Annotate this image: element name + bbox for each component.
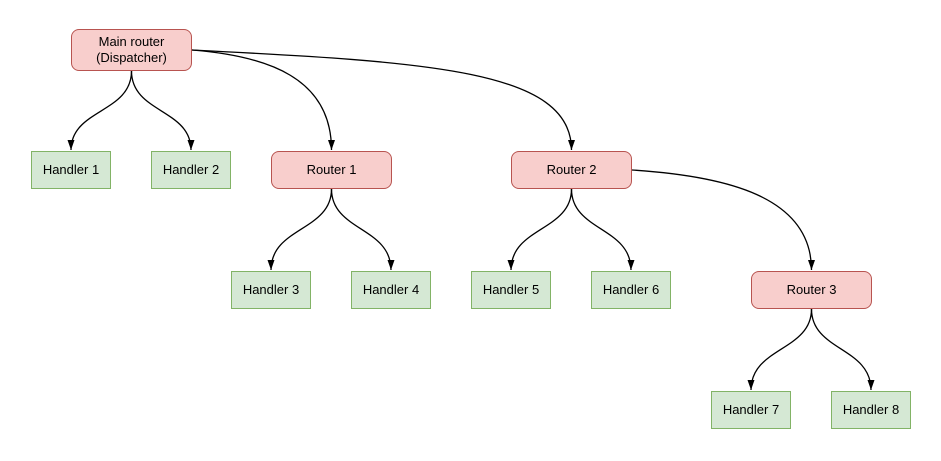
edge-main-router-to-handler-1 [67,70,133,151]
node-handler-4: Handler 4 [351,271,431,309]
node-handler-2: Handler 2 [151,151,231,189]
node-main-router-label: Main router (Dispatcher) [96,33,167,65]
node-handler-7-label: Handler 7 [722,401,780,417]
node-handler-1-label: Handler 1 [42,161,100,177]
edge-router-3-to-handler-8 [810,308,875,391]
node-handler-3-label: Handler 3 [242,281,300,297]
node-handler-2-label: Handler 2 [162,161,220,177]
node-handler-1: Handler 1 [31,151,111,189]
edge-router-1-to-handler-4 [330,188,395,271]
node-handler-6: Handler 6 [591,271,671,309]
node-handler-5: Handler 5 [471,271,551,309]
node-router-3-label: Router 3 [786,281,837,297]
node-handler-8: Handler 8 [831,391,911,429]
node-router-3: Router 3 [751,271,872,309]
edge-main-router-to-handler-2 [130,70,195,151]
node-handler-3: Handler 3 [231,271,311,309]
node-router-2-label: Router 2 [546,161,597,177]
node-handler-4-label: Handler 4 [362,281,420,297]
node-handler-7: Handler 7 [711,391,791,429]
edge-router-2-to-router-3 [631,169,815,271]
node-router-2: Router 2 [511,151,632,189]
edge-router-1-to-handler-3 [267,188,333,271]
edge-main-router-to-router-1 [191,49,335,151]
node-handler-5-label: Handler 5 [482,281,540,297]
node-handler-8-label: Handler 8 [842,401,900,417]
edge-router-3-to-handler-7 [747,308,813,391]
node-main-router: Main router (Dispatcher) [71,29,192,71]
node-handler-6-label: Handler 6 [602,281,660,297]
node-router-1-label: Router 1 [306,161,357,177]
edge-router-2-to-handler-5 [507,188,573,271]
node-router-1: Router 1 [271,151,392,189]
edge-router-2-to-handler-6 [570,188,635,271]
edge-main-router-to-router-2 [191,49,575,151]
